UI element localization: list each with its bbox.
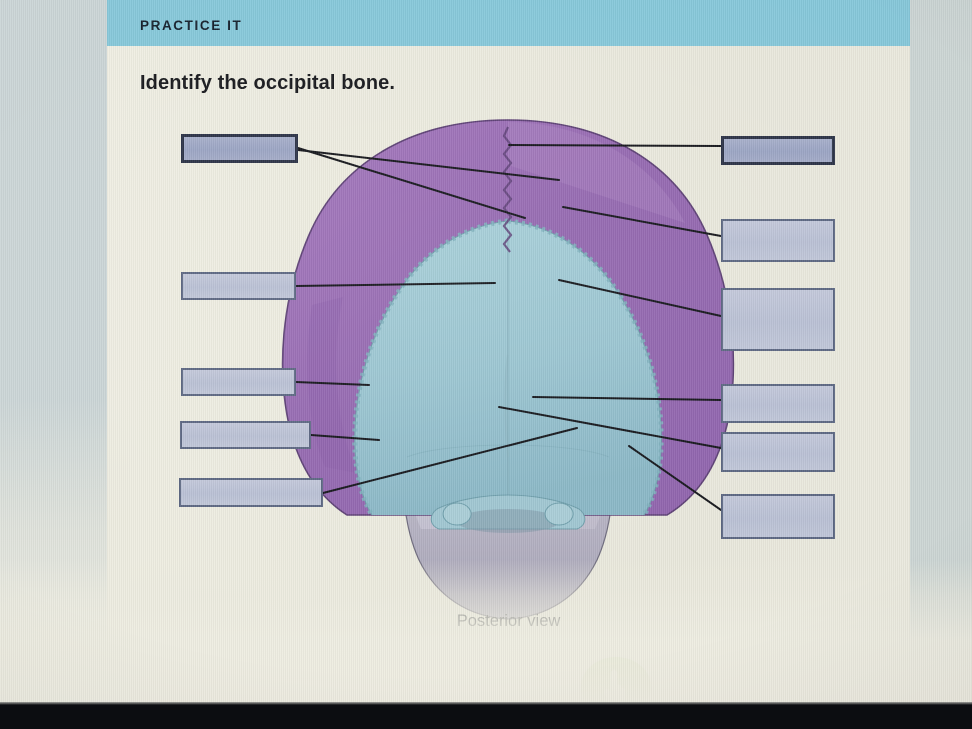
leader-left-5 [322,427,578,494]
answer-box-right-5[interactable] [721,432,835,472]
leader-right-6 [628,445,722,511]
answer-box-left-3[interactable] [181,368,296,396]
leader-lines [295,144,722,511]
leader-left-4 [310,434,380,441]
sagittal-suture [502,126,513,253]
leader-right-4 [532,396,722,401]
leader-left-2 [295,282,496,287]
leader-left-1b [297,149,560,181]
answer-box-left-2[interactable] [181,272,296,300]
answer-box-left-4[interactable] [180,421,311,449]
answer-box-right-1[interactable] [721,136,835,165]
leader-left-3 [295,381,370,386]
question-prompt: Identify the occipital bone. [140,72,396,94]
monitor-bezel-bottom [0,702,972,729]
header-title: PRACTICE IT [140,18,243,33]
leader-right-5 [498,406,722,449]
answer-box-right-4[interactable] [721,384,835,423]
answer-box-left-1[interactable] [181,134,298,163]
answer-box-right-3[interactable] [721,288,835,351]
skull-base [430,494,586,533]
leader-right-3 [558,279,722,317]
leader-right-1 [508,144,722,147]
answer-box-right-6[interactable] [721,494,835,539]
answer-box-right-2[interactable] [721,219,835,262]
sheet-light-falloff-bottom [0,560,972,705]
answer-box-left-5[interactable] [179,478,323,507]
sheet-light-falloff-left [0,400,130,705]
occipital-bone [354,220,662,515]
leader-right-2 [562,206,722,237]
leader-left-1a [297,147,526,219]
practice-it-header-band: PRACTICE IT [107,0,910,46]
